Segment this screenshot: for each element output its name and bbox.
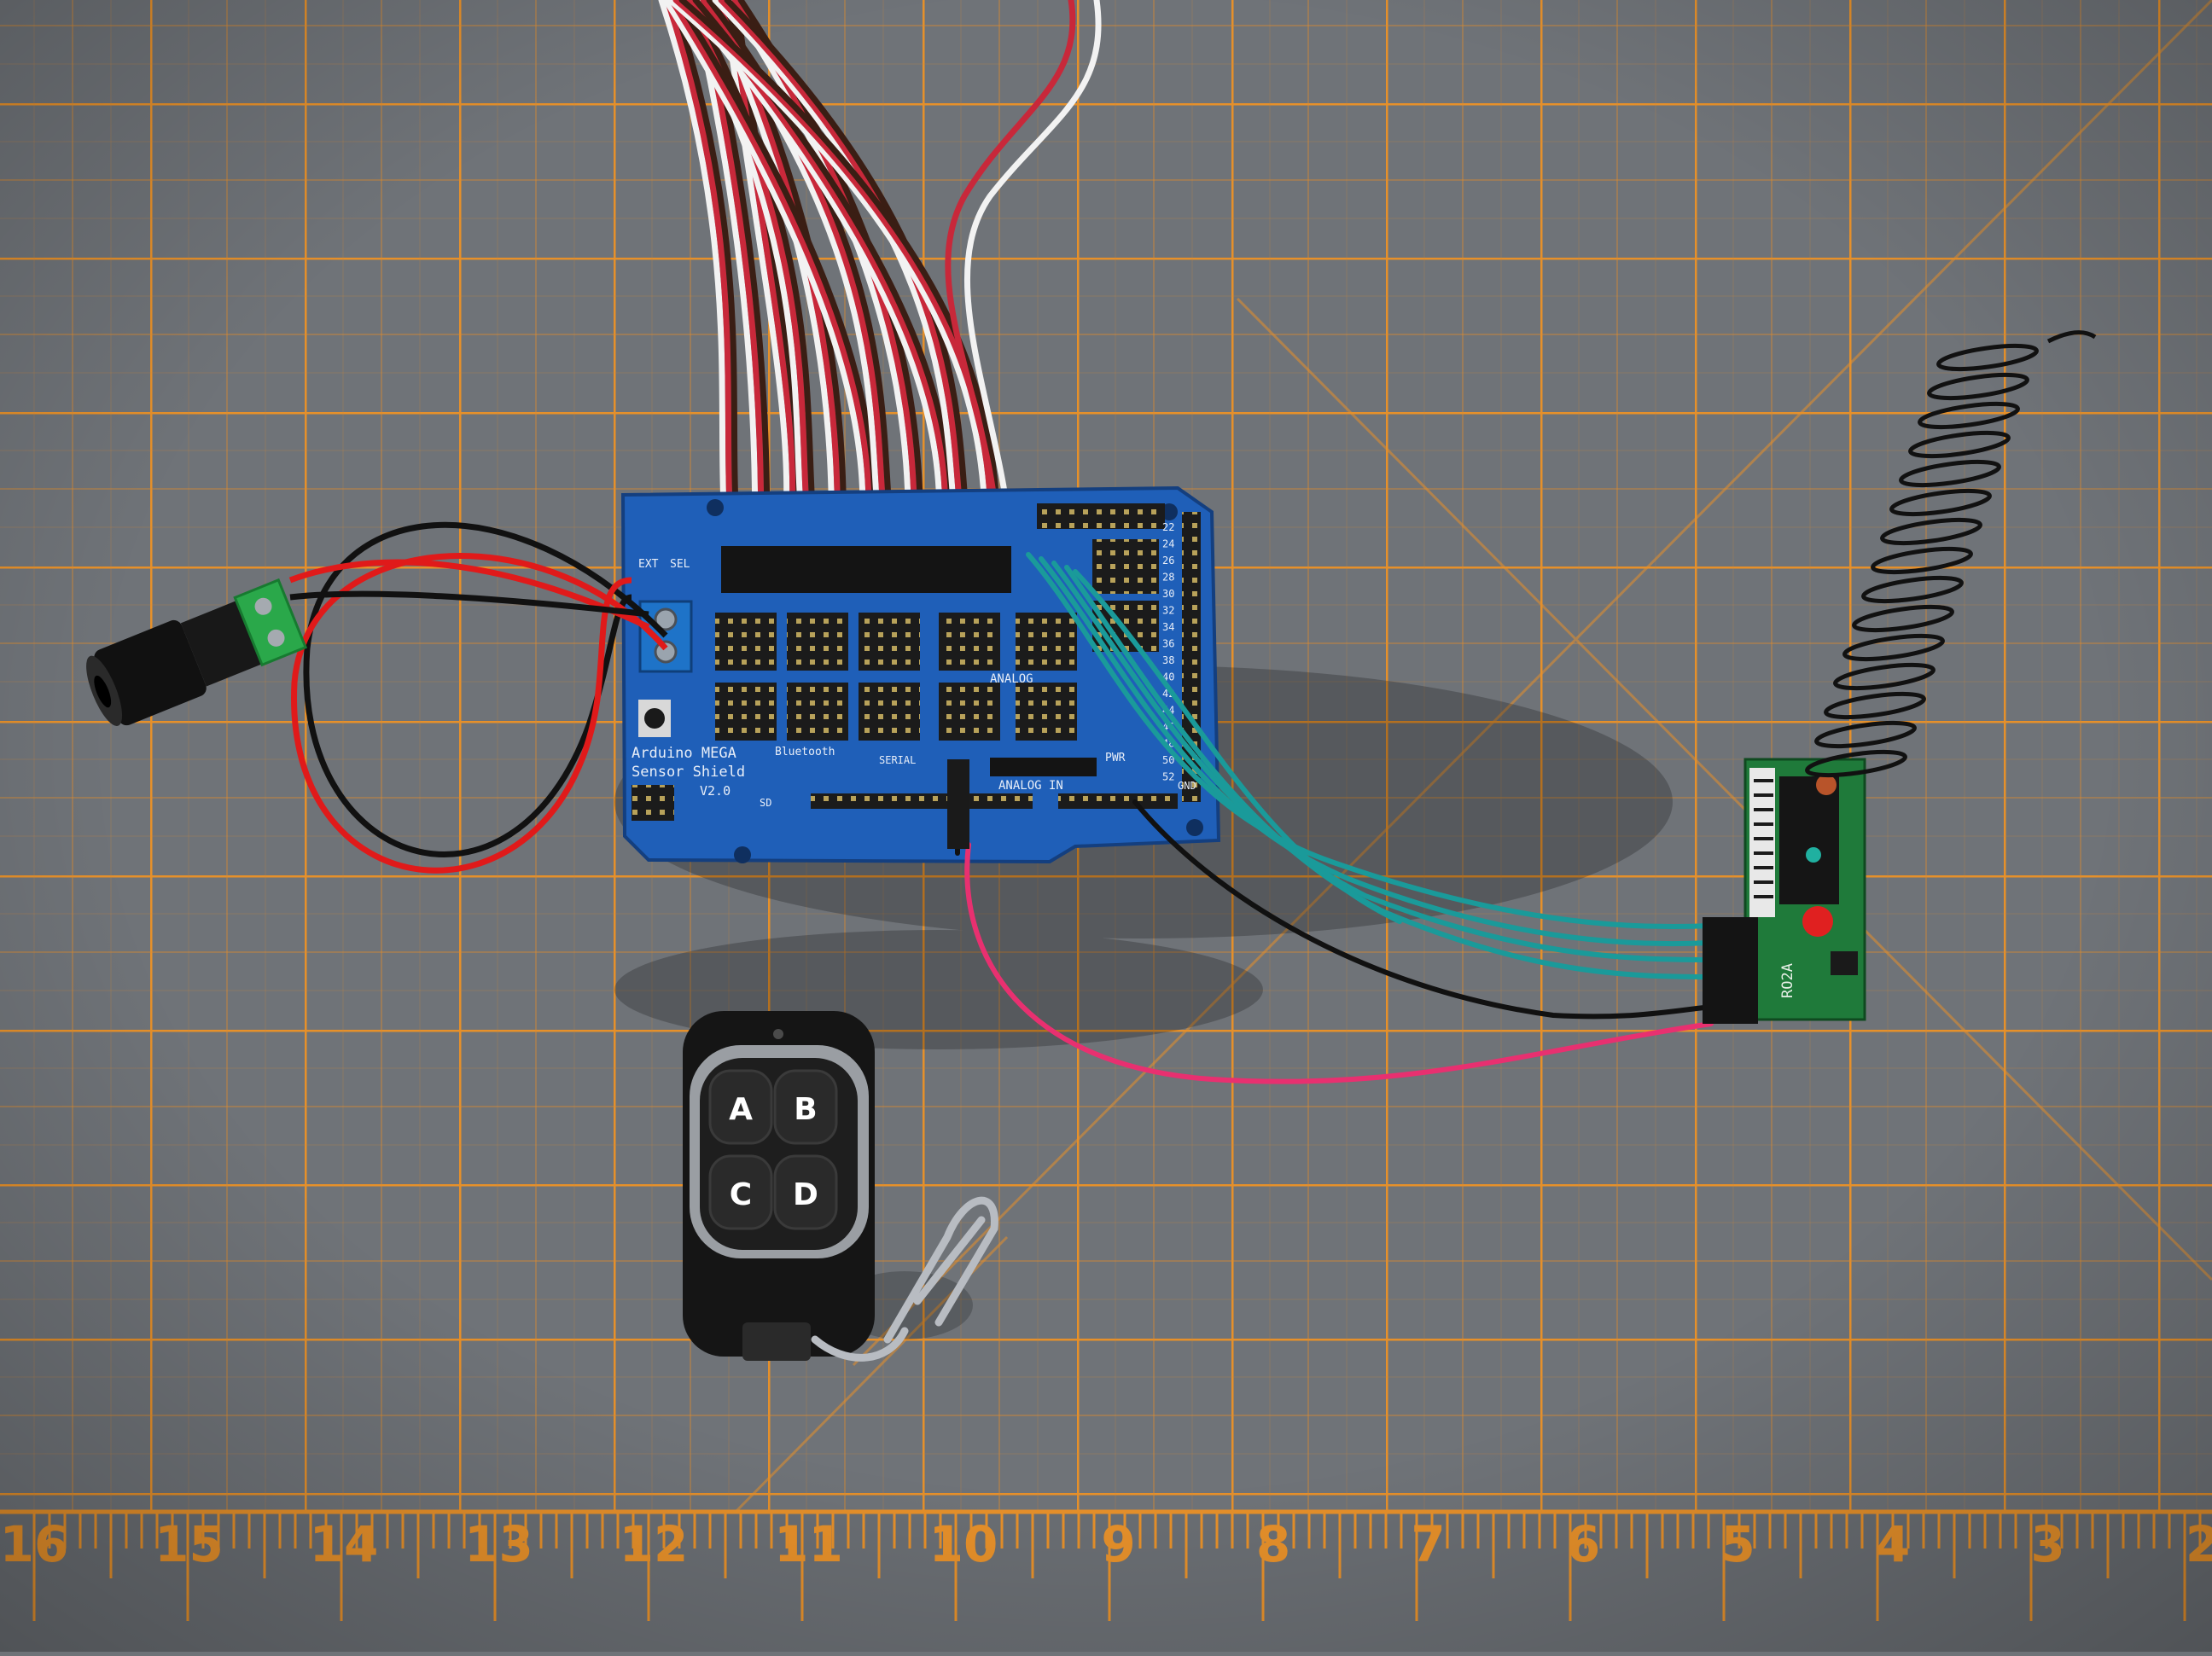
shield-label-sd: SD <box>760 797 771 809</box>
pin-number-22: 22 <box>1162 521 1174 533</box>
remote-button-d: D <box>773 1154 838 1230</box>
remote-button-c: C <box>708 1154 773 1230</box>
pin-header-grid <box>632 503 1201 821</box>
shield-title-line1: Arduino MEGA <box>632 745 736 762</box>
remote-button-b: B <box>773 1069 838 1145</box>
pin-number-34: 34 <box>1162 621 1174 633</box>
shield-label-bluetooth: Bluetooth <box>775 746 835 758</box>
reset-button <box>638 700 671 737</box>
pin-number-50: 50 <box>1162 754 1174 766</box>
arduino-mega-sensor-shield: Arduino MEGA Sensor Shield V2.0 ANALOG A… <box>620 485 1221 864</box>
svg-text:C: C <box>730 1177 752 1212</box>
pin-number-28: 28 <box>1162 572 1174 584</box>
antenna-coil-icon <box>1805 330 2097 778</box>
key-fob-remote: A B C D <box>683 1011 998 1362</box>
dc-barrel-jack-adapter <box>86 521 668 874</box>
pin-number-38: 38 <box>1162 654 1174 666</box>
receiver-label: RO2A <box>1779 963 1796 998</box>
pin-number-26: 26 <box>1162 555 1174 567</box>
keyring-clip-icon <box>811 1196 998 1362</box>
status-led <box>1802 906 1833 937</box>
shield-label-analog: ANALOG <box>990 672 1033 686</box>
jumper-header <box>947 759 969 849</box>
remote-button-a: A <box>708 1069 773 1145</box>
rf-receiver-module: RO2A <box>1703 330 2097 1024</box>
signal-wires <box>955 552 1714 1084</box>
shield-version: V2.0 <box>700 783 731 799</box>
svg-text:A: A <box>729 1092 753 1127</box>
shield-label-ext: EXT <box>638 558 659 571</box>
shield-label-pwr: PWR <box>1105 752 1126 764</box>
servo-header-row <box>721 546 1011 593</box>
shield-label-analog-in: ANALOG IN <box>998 779 1063 793</box>
shield-label-sel: SEL <box>670 558 690 571</box>
shield-label-gnd: GND <box>1178 780 1196 792</box>
pin-number-52: 52 <box>1162 771 1174 783</box>
pin-number-36: 36 <box>1162 638 1174 650</box>
pin-number-24: 24 <box>1162 538 1174 550</box>
svg-text:D: D <box>793 1177 818 1212</box>
shield-title-line2: Sensor Shield <box>632 764 745 781</box>
pin-number-30: 30 <box>1162 588 1174 600</box>
shield-label-serial: SERIAL <box>879 754 916 766</box>
pin-number-32: 32 <box>1162 605 1174 617</box>
svg-text:B: B <box>794 1092 817 1127</box>
